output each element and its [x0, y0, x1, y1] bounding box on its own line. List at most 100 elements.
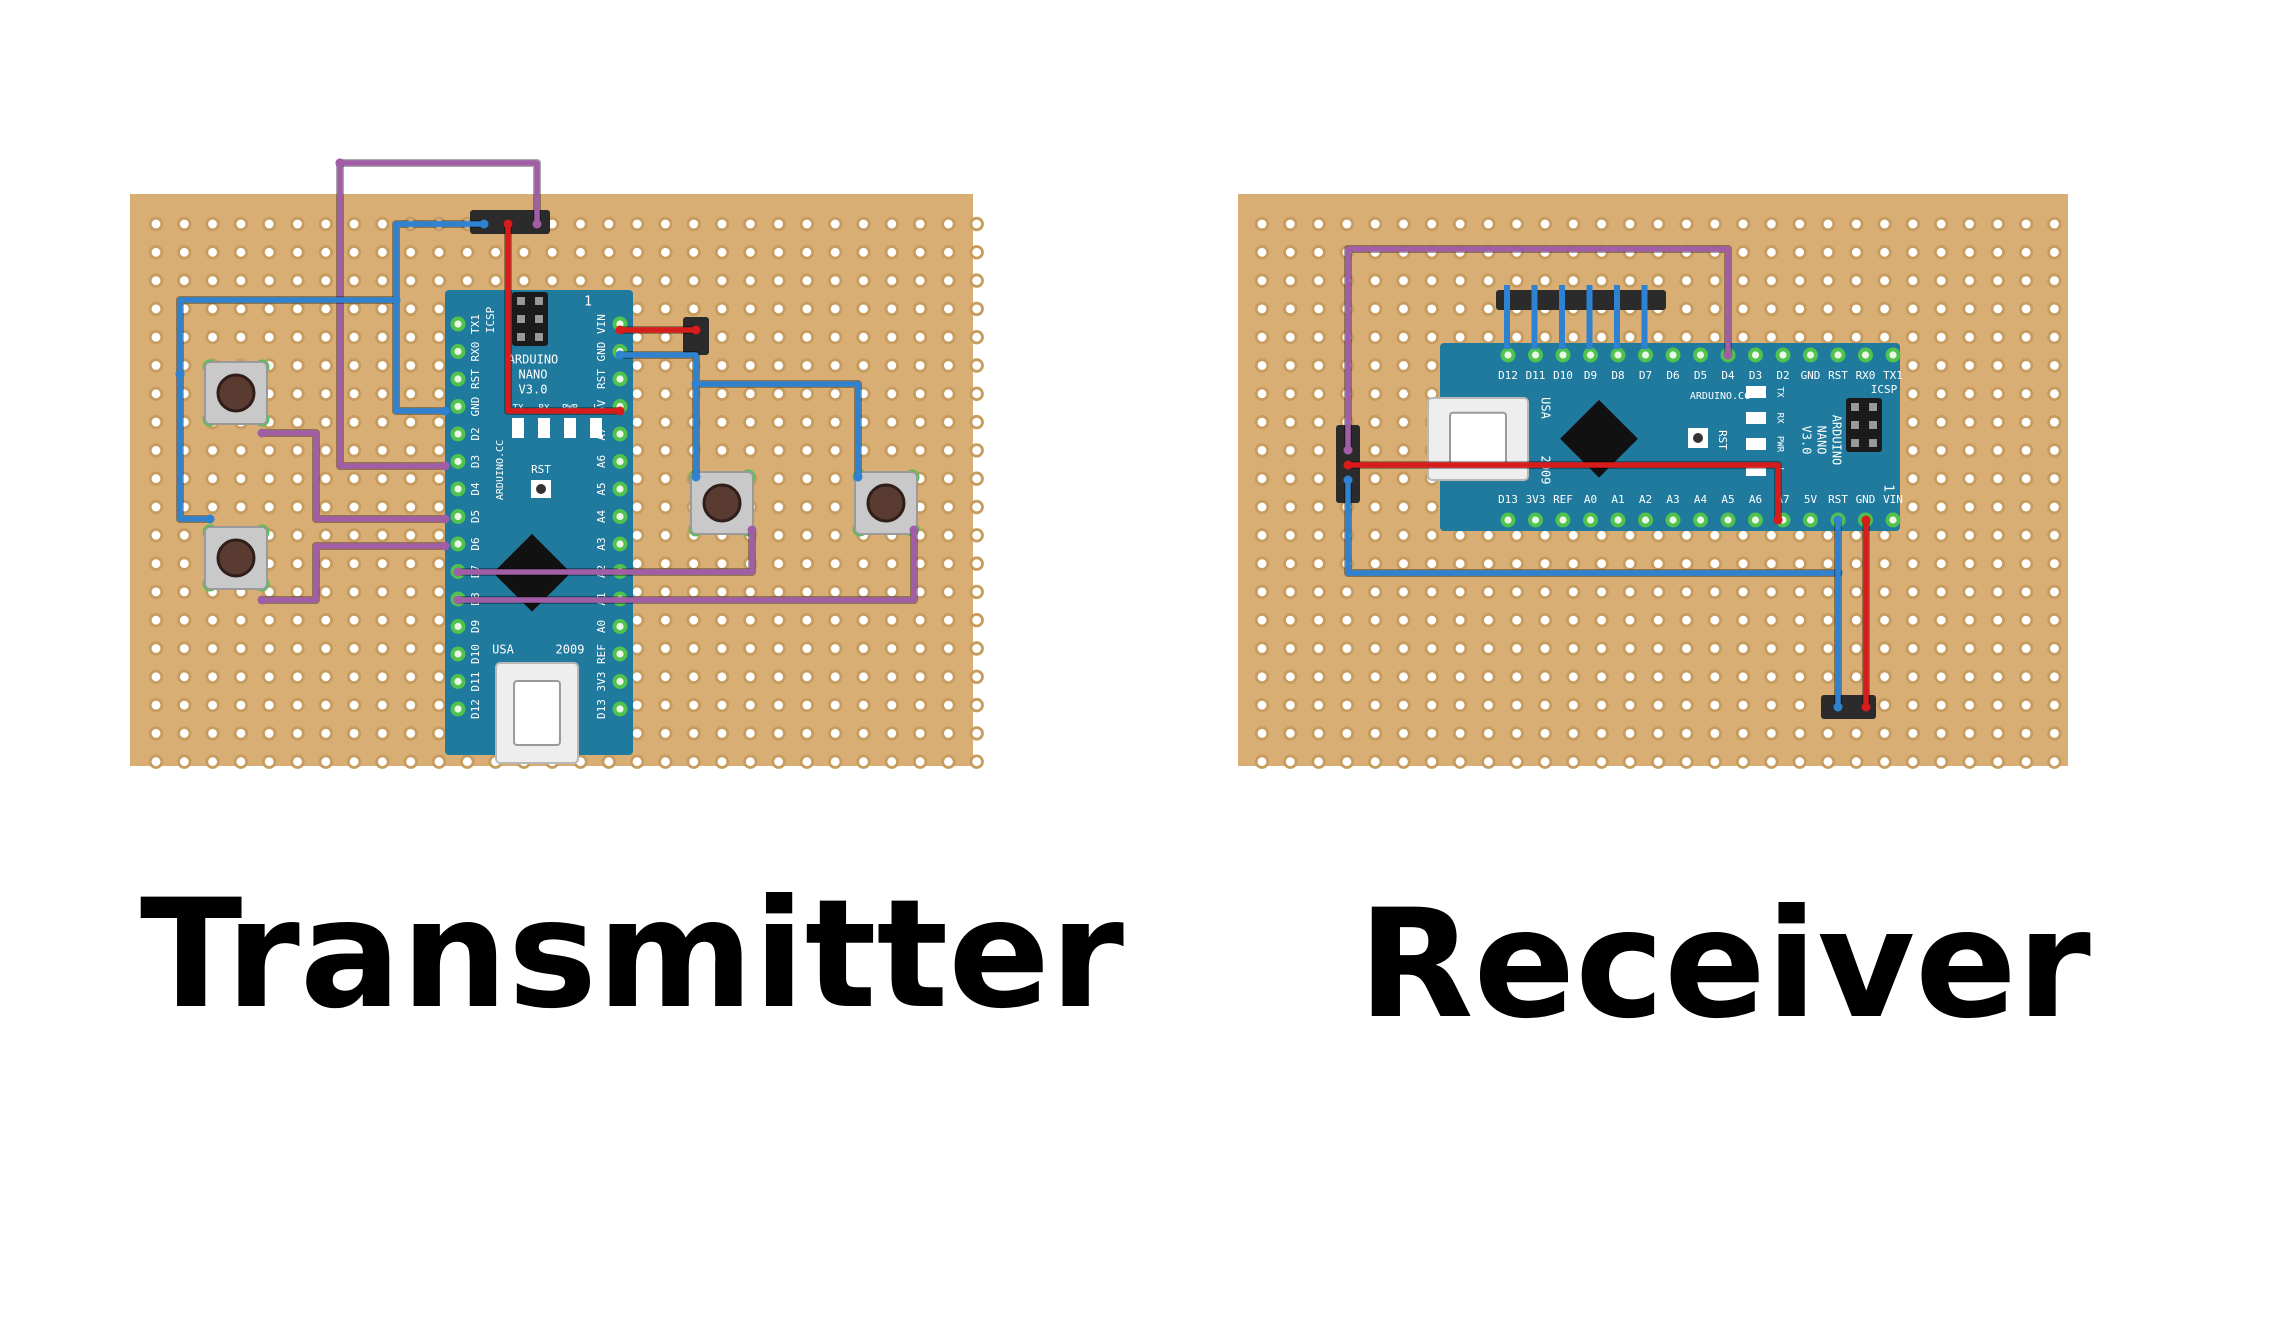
board-hole — [406, 502, 416, 512]
board-hole — [915, 417, 925, 427]
nano-pin-label: RX0 — [469, 342, 482, 362]
board-hole — [745, 644, 755, 653]
board-hole — [1484, 332, 1493, 342]
board-hole — [2021, 389, 2031, 399]
board-hole — [293, 304, 302, 314]
board-hole — [406, 700, 416, 710]
wire-end — [615, 325, 625, 335]
board-hole — [1427, 644, 1437, 653]
board-hole — [1823, 559, 1833, 568]
board-hole — [774, 247, 783, 257]
board-hole — [321, 502, 331, 512]
board-hole — [661, 417, 670, 427]
board-hole — [661, 757, 670, 767]
board-hole — [1540, 530, 1550, 540]
board-hole — [1795, 219, 1805, 229]
board-hole — [236, 644, 246, 653]
microcontroller-chip — [1560, 399, 1638, 478]
board-hole — [745, 587, 755, 597]
board-hole — [1936, 757, 1946, 767]
board-hole — [1993, 729, 2003, 738]
board-hole — [434, 389, 444, 399]
board-hole — [1993, 757, 2003, 767]
nano-pin-label: GND — [1801, 369, 1821, 382]
board-hole — [264, 587, 274, 597]
board-hole — [632, 615, 642, 625]
nano-pin-label: D11 — [1526, 369, 1546, 382]
board-hole — [830, 276, 840, 285]
board-hole — [661, 587, 670, 597]
usb-connector — [495, 662, 579, 764]
board-hole — [1285, 672, 1295, 682]
wire-end — [691, 325, 701, 335]
nano-pin-label: D6 — [1666, 369, 1679, 382]
board-hole — [1993, 559, 2003, 568]
board-hole — [1399, 700, 1408, 710]
board-hole — [717, 332, 727, 342]
board-hole — [462, 757, 472, 767]
board-hole — [1823, 757, 1833, 767]
board-hole — [944, 276, 953, 285]
board-hole — [264, 446, 274, 455]
board-hole — [264, 219, 274, 229]
board-hole — [1738, 644, 1748, 653]
board-hole — [1795, 700, 1805, 710]
push-button — [852, 469, 920, 537]
board-hole — [2050, 361, 2059, 370]
board-hole — [1568, 219, 1578, 229]
board-hole — [321, 474, 331, 484]
board-hole — [1455, 276, 1465, 285]
board-hole — [1710, 587, 1720, 597]
board-hole — [434, 530, 444, 540]
board-hole — [378, 332, 387, 342]
nano-model-line: NANO — [1815, 426, 1829, 455]
six-pin-header — [1496, 285, 1666, 349]
board-hole — [1399, 587, 1408, 597]
board-hole — [2021, 247, 2031, 257]
board-hole — [2021, 615, 2031, 625]
board-hole — [774, 559, 783, 568]
nano-pin-label: D3 — [1749, 369, 1762, 382]
board-hole — [378, 530, 387, 540]
board-hole — [1682, 559, 1691, 568]
nano-pin-label: A5 — [595, 482, 608, 495]
board-hole — [1314, 219, 1323, 229]
board-hole — [859, 700, 868, 710]
board-hole — [321, 304, 331, 314]
board-hole — [717, 757, 727, 767]
wire-end — [440, 406, 450, 416]
wire-end — [503, 219, 513, 229]
board-hole — [179, 672, 189, 682]
board-hole — [1399, 530, 1408, 540]
board-hole — [2050, 757, 2059, 767]
board-hole — [1993, 389, 2003, 399]
board-hole — [887, 446, 897, 455]
board-hole — [1767, 332, 1776, 342]
board-hole — [1484, 219, 1493, 229]
board-hole — [915, 389, 925, 399]
board-hole — [1767, 559, 1776, 568]
board-hole — [1285, 332, 1295, 342]
board-hole — [1257, 304, 1267, 314]
board-hole — [887, 276, 897, 285]
nano-model-line: ARDUINO — [1830, 415, 1844, 466]
board-hole — [661, 389, 670, 399]
board-hole — [1851, 559, 1861, 568]
board-hole — [830, 474, 840, 484]
board-hole — [632, 559, 642, 568]
board-hole — [802, 615, 812, 625]
board-hole — [745, 729, 755, 738]
board-hole — [1965, 502, 1974, 512]
board-hole — [1936, 332, 1946, 342]
board-hole — [1314, 502, 1323, 512]
board-hole — [1851, 247, 1861, 257]
board-hole — [491, 247, 500, 257]
board-hole — [887, 700, 897, 710]
nano-pin-label: RX0 — [1856, 369, 1876, 382]
icsp-pin — [535, 333, 543, 341]
board-hole — [2021, 361, 2031, 370]
board-hole — [1257, 276, 1267, 285]
board-hole — [1738, 276, 1748, 285]
board-hole — [1342, 644, 1352, 653]
